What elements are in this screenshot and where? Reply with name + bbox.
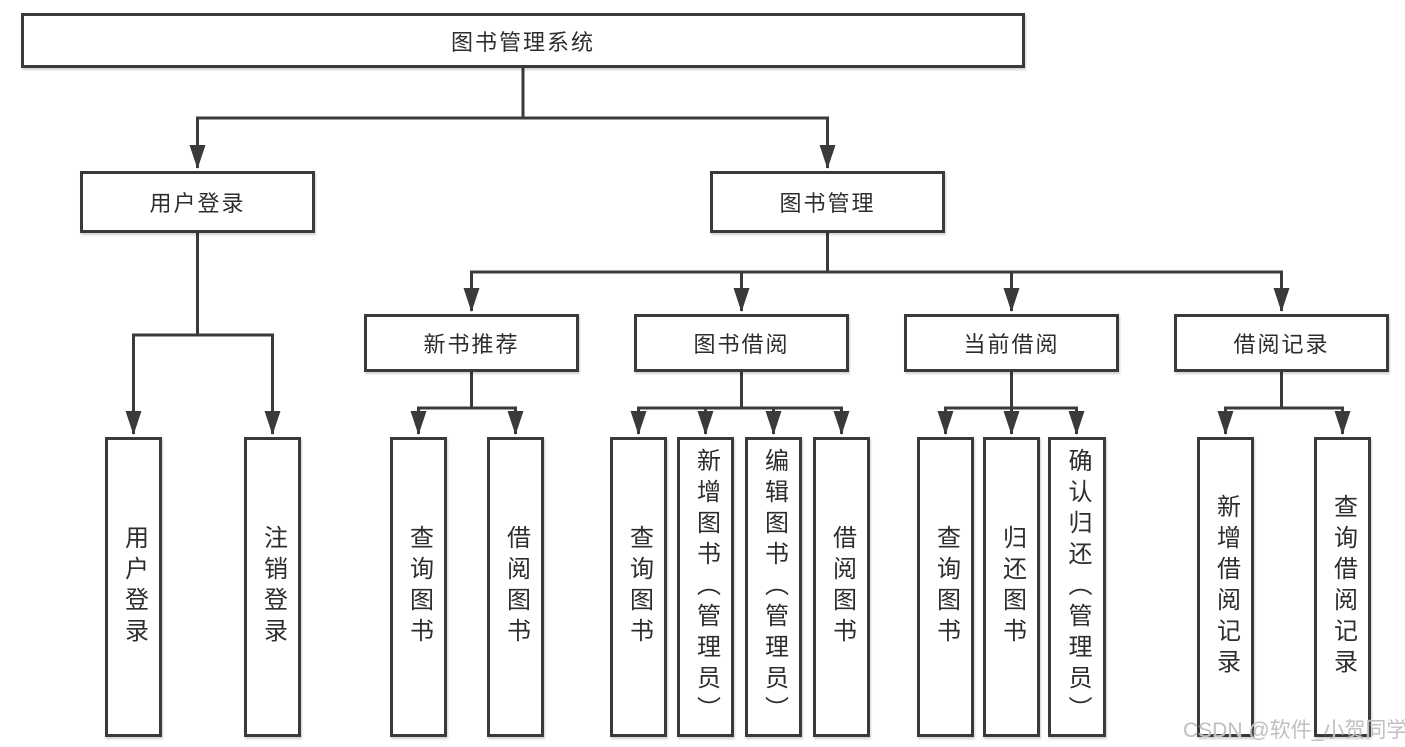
node-borrow-records: 借阅记录 — [1174, 314, 1389, 372]
connector-root-to-level2 — [189, 68, 836, 169]
leaf-logout: 注销登录 — [244, 437, 301, 737]
node-book-management: 图书管理 — [710, 171, 945, 233]
leaf-query-books-recommend: 查询图书 — [390, 437, 447, 737]
node-user-login-label: 用户登录 — [149, 191, 246, 216]
leaf-add-borrow-record: 新增借阅记录 — [1197, 437, 1254, 737]
connector-new-book-recommend-children — [410, 372, 524, 435]
node-root-label: 图书管理系统 — [450, 29, 595, 55]
connector-borrow-records-children — [1217, 372, 1351, 435]
leaf-query-books-current: 查询图书 — [917, 437, 974, 737]
leaf-borrow-books-recommend-label: 借阅图书 — [502, 525, 530, 649]
node-user-login: 用户登录 — [80, 171, 315, 233]
connector-user-login-children — [125, 233, 281, 435]
leaf-add-borrow-record-label: 新增借阅记录 — [1212, 494, 1240, 680]
leaf-logout-label: 注销登录 — [259, 525, 287, 649]
leaf-query-books-current-label: 查询图书 — [932, 525, 960, 649]
leaf-user-login: 用户登录 — [105, 437, 162, 737]
leaf-return-book: 归还图书 — [983, 437, 1040, 737]
node-root: 图书管理系统 — [21, 13, 1025, 68]
leaf-return-book-label: 归还图书 — [998, 525, 1026, 649]
node-new-book-recommend: 新书推荐 — [364, 314, 579, 372]
leaf-query-books-borrow: 查询图书 — [610, 437, 667, 737]
connector-book-management-children — [463, 233, 1290, 312]
leaf-query-borrow-record-label: 查询借阅记录 — [1329, 494, 1357, 680]
node-book-borrow: 图书借阅 — [634, 314, 849, 372]
node-current-borrow: 当前借阅 — [904, 314, 1119, 372]
leaf-borrow-books-label: 借阅图书 — [828, 525, 856, 649]
leaf-query-books-recommend-label: 查询图书 — [405, 525, 433, 649]
node-book-management-label: 图书管理 — [779, 191, 876, 216]
leaf-add-book-admin-label: 新增图书（管理员） — [692, 447, 720, 727]
node-new-book-recommend-label: 新书推荐 — [423, 332, 520, 357]
node-current-borrow-label: 当前借阅 — [963, 332, 1060, 357]
leaf-user-login-label: 用户登录 — [120, 525, 148, 649]
leaf-confirm-return-admin: 确认归还（管理员） — [1048, 437, 1106, 737]
leaf-query-books-borrow-label: 查询图书 — [625, 525, 653, 649]
leaf-edit-book-admin-label: 编辑图书（管理员） — [760, 447, 788, 727]
leaf-query-borrow-record: 查询借阅记录 — [1314, 437, 1371, 737]
leaf-confirm-return-admin-label: 确认归还（管理员） — [1064, 447, 1091, 727]
node-book-borrow-label: 图书借阅 — [693, 332, 790, 357]
leaf-add-book-admin: 新增图书（管理员） — [677, 437, 734, 737]
connector-book-borrow-children — [630, 372, 850, 435]
connector-current-borrow-children — [937, 372, 1085, 435]
node-borrow-records-label: 借阅记录 — [1233, 332, 1330, 357]
watermark-text: CSDN @软件_小贺同学 — [1183, 719, 1405, 742]
leaf-borrow-books: 借阅图书 — [813, 437, 870, 737]
leaf-borrow-books-recommend: 借阅图书 — [487, 437, 544, 737]
leaf-edit-book-admin: 编辑图书（管理员） — [745, 437, 802, 737]
